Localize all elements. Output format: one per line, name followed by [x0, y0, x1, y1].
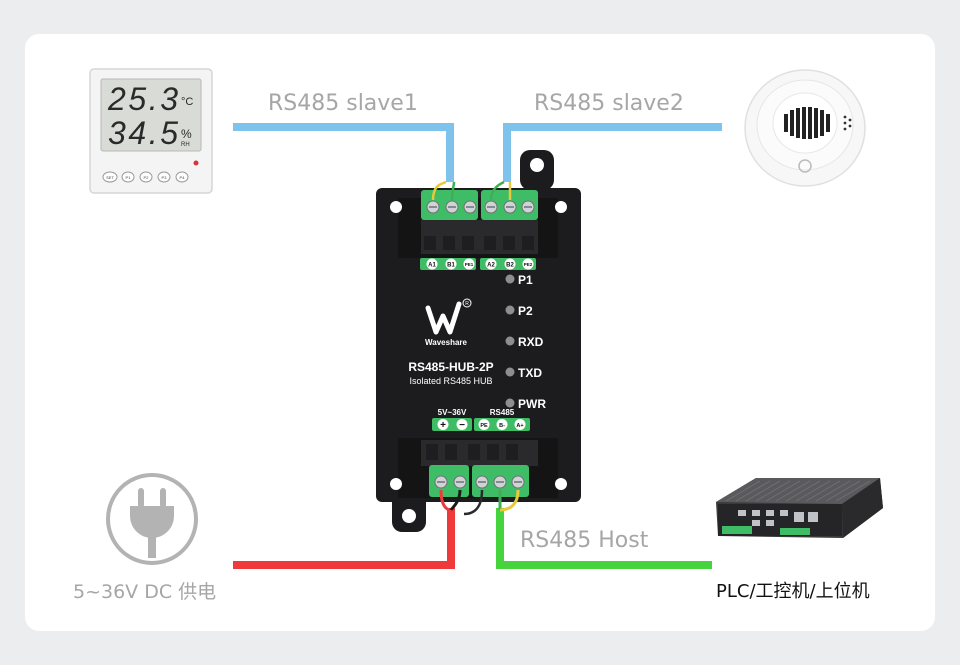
svg-text:R: R [465, 301, 469, 307]
led-label-p2: P2 [518, 304, 533, 318]
label-plc-host: PLC/工控机/上位机 [716, 581, 870, 602]
sensor-btn-p3: P3 [162, 175, 168, 180]
pin-pe1: PE1 [465, 262, 474, 267]
sensor-temp-unit: °C [181, 96, 193, 108]
brand-name: Waveshare [425, 338, 468, 347]
led-label-pwr: PWR [518, 397, 546, 411]
wire-slave2 [503, 123, 722, 182]
led-indicators: P1 P2 RXD TXD PWR [505, 273, 546, 411]
pin-a-plus: A+ [516, 423, 523, 429]
sensor-rh: RH [181, 142, 190, 148]
waveshare-logo-icon: R [425, 298, 472, 335]
screw-hole-tr [555, 201, 567, 213]
wire-slave1 [233, 123, 454, 182]
bottom-pin-labels: + − PE B- A+ [432, 418, 530, 431]
sensor-btn-p2: P2 [144, 175, 150, 180]
led-label-p1: P1 [518, 273, 533, 287]
screw-hole-tl [390, 201, 402, 213]
top-terminal-block [421, 190, 538, 254]
temp-humidity-sensor: 25.3 °C 34.5 % RH SET P1 P2 P3 P4 [89, 68, 213, 194]
mounting-tab-top [520, 150, 554, 190]
pin-plus: + [440, 420, 446, 431]
label-rs485-host: RS485 Host [520, 528, 649, 553]
led-label-txd: TXD [518, 366, 542, 380]
led-txd [505, 367, 515, 377]
bottom-terminal-block [421, 440, 538, 497]
pin-b-minus: B- [499, 423, 505, 429]
pin-a1: A1 [428, 263, 436, 269]
model-name: RS485-HUB-2P [408, 360, 493, 374]
wire-power [233, 508, 455, 569]
sensor-btn-p1: P1 [126, 175, 132, 180]
sensor-btn-set: SET [106, 175, 114, 180]
led-rxd [505, 336, 515, 346]
led-p1 [505, 274, 515, 284]
pin-pe: PE [480, 423, 488, 429]
label-rs485-slave2: RS485 slave2 [534, 91, 684, 116]
sensor-buttons: SET P1 P2 P3 P4 [102, 171, 189, 183]
smoke-detector [744, 69, 866, 187]
led-label-rxd: RXD [518, 335, 544, 349]
model-subtitle: Isolated RS485 HUB [409, 376, 492, 386]
top-pin-labels: A1 B1 PE1 A2 B2 PE2 [420, 258, 536, 270]
wire-host [496, 508, 712, 569]
label-power-supply: 5~36V DC 供电 [73, 581, 217, 603]
power-plug-icon [106, 473, 198, 565]
pin-pe2: PE2 [524, 262, 533, 267]
led-p2 [505, 305, 515, 315]
rs485-hub-device: A1 B1 PE1 A2 B2 PE2 R Waveshare RS485-HU… [376, 150, 581, 532]
led-pwr [505, 398, 515, 408]
sensor-humidity: 34.5 [108, 115, 178, 151]
screw-hole-br [555, 478, 567, 490]
sensor-temp: 25.3 [107, 81, 178, 117]
label-rs485-slave1: RS485 slave1 [268, 91, 418, 116]
sensor-btn-p4: P4 [180, 175, 186, 180]
sensor-humidity-unit: % [181, 127, 192, 141]
pin-b1: B1 [447, 263, 455, 269]
smoke-test-button [798, 159, 812, 173]
power-input-label: 5V~36V [438, 408, 467, 417]
pin-a2: A2 [487, 263, 495, 269]
pin-minus: − [459, 420, 465, 431]
screw-hole-bl [390, 478, 402, 490]
pin-b2: B2 [506, 263, 514, 269]
rs485-port-label: RS485 [490, 408, 515, 417]
industrial-pc [716, 478, 883, 538]
sensor-indicator-dot [193, 160, 199, 166]
